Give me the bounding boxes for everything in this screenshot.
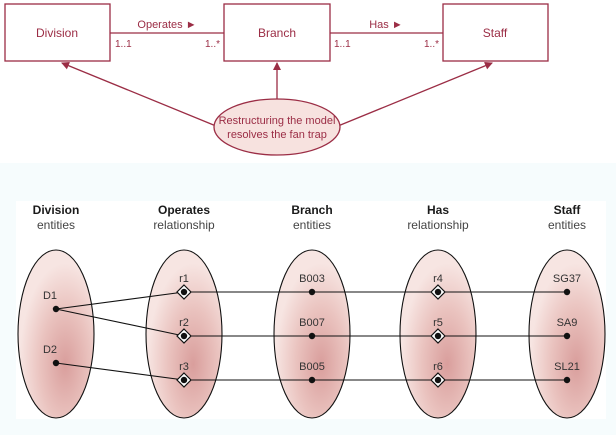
entity-occurrence-b007[interactable]: B007: [299, 317, 325, 340]
instance-links: [55, 291, 567, 381]
link-d1-r1: [55, 291, 185, 310]
entity-occurrence-sg37[interactable]: SG37: [553, 273, 581, 296]
column-title-staff: Staff: [554, 203, 582, 217]
set-ellipse-division: [17, 249, 95, 419]
occurrence-label-r2: r2: [179, 317, 189, 329]
has-association-label: Has ►: [369, 19, 403, 31]
class-staff[interactable]: Staff: [442, 3, 549, 62]
note-arrow-to-division: [61, 61, 217, 127]
note-line-2: resolves the fan trap: [227, 129, 327, 141]
column-subtitle-staff: entities: [548, 218, 586, 232]
occurrence-label-r5: r5: [433, 317, 443, 329]
note-line-1: Restructuring the model: [219, 115, 336, 127]
column-subtitle-branch: entities: [293, 218, 331, 232]
occurrence-label-b003: B003: [299, 273, 325, 285]
column-title-operates: Operates: [158, 203, 210, 217]
occurrence-label-r3: r3: [179, 361, 189, 373]
class-branch-label: Branch: [258, 26, 296, 40]
occurrence-dot: [52, 305, 60, 313]
entity-occurrence-b005[interactable]: B005: [299, 361, 325, 384]
occurrence-dot: [434, 376, 442, 384]
relationship-occurrence-r5[interactable]: r5: [430, 317, 446, 344]
relationship-occurrence-r2[interactable]: r2: [176, 317, 192, 344]
occurrence-dot: [308, 332, 316, 340]
has-to-multiplicity: 1..*: [424, 39, 439, 50]
class-division-label: Division: [36, 26, 78, 40]
occurrence-dot: [52, 359, 60, 367]
relationship-occurrence-r4[interactable]: r4: [430, 273, 446, 300]
relationship-occurrence-r1[interactable]: r1: [176, 273, 192, 300]
entity-occurrence-d2[interactable]: D2: [43, 344, 60, 367]
occurrence-dot: [180, 332, 188, 340]
occurrence-dot: [308, 376, 316, 384]
occurrence-dot: [563, 332, 571, 340]
operates-association-label: Operates ►: [137, 19, 196, 31]
entity-occurrence-d1[interactable]: D1: [43, 290, 60, 313]
occurrence-label-d1: D1: [43, 290, 57, 302]
occurrence-dot: [308, 288, 316, 296]
occurrence-label-d2: D2: [43, 344, 57, 356]
occurrence-label-b007: B007: [299, 317, 325, 329]
occurrence-label-r4: r4: [433, 273, 443, 285]
occurrence-dot: [434, 332, 442, 340]
occurrence-label-r1: r1: [179, 273, 189, 285]
link-d2-r3: [55, 362, 185, 381]
uml-section: Division Branch Staff Operates ► 1..1 1.…: [4, 3, 549, 156]
occurrence-dot: [563, 288, 571, 296]
occurrence-label-r6: r6: [433, 361, 443, 373]
operates-to-multiplicity: 1..*: [205, 39, 220, 50]
occurrence-dot: [180, 376, 188, 384]
class-division[interactable]: Division: [4, 3, 111, 62]
occurrence-label-sl21: SL21: [554, 361, 580, 373]
relationship-occurrence-r3[interactable]: r3: [176, 361, 192, 388]
instance-section: D1D2r1r2r3B003B007B005r4r5r6SG37SA9SL21D…: [17, 203, 606, 419]
has-from-multiplicity: 1..1: [334, 39, 351, 50]
column-title-has: Has: [427, 203, 449, 217]
entity-occurrence-sa9[interactable]: SA9: [557, 317, 578, 340]
entity-occurrence-sl21[interactable]: SL21: [554, 361, 580, 384]
occurrence-label-b005: B005: [299, 361, 325, 373]
column-subtitle-operates: relationship: [153, 218, 215, 232]
column-title-branch: Branch: [291, 203, 332, 217]
occurrence-dot: [563, 376, 571, 384]
column-subtitle-division: entities: [37, 218, 75, 232]
occurrence-label-sg37: SG37: [553, 273, 581, 285]
note-arrow-to-staff: [337, 61, 493, 127]
occurrence-dot: [180, 288, 188, 296]
column-title-division: Division: [33, 203, 80, 217]
relationship-occurrence-r6[interactable]: r6: [430, 361, 446, 388]
operates-from-multiplicity: 1..1: [115, 39, 132, 50]
column-subtitle-has: relationship: [407, 218, 469, 232]
occurrence-label-sa9: SA9: [557, 317, 578, 329]
occurrence-dot: [434, 288, 442, 296]
entity-occurrence-b003[interactable]: B003: [299, 273, 325, 296]
fan-trap-note: Restructuring the model resolves the fan…: [213, 98, 341, 156]
class-branch[interactable]: Branch: [223, 3, 331, 62]
link-d1-r2: [55, 308, 185, 337]
class-staff-label: Staff: [483, 26, 508, 40]
